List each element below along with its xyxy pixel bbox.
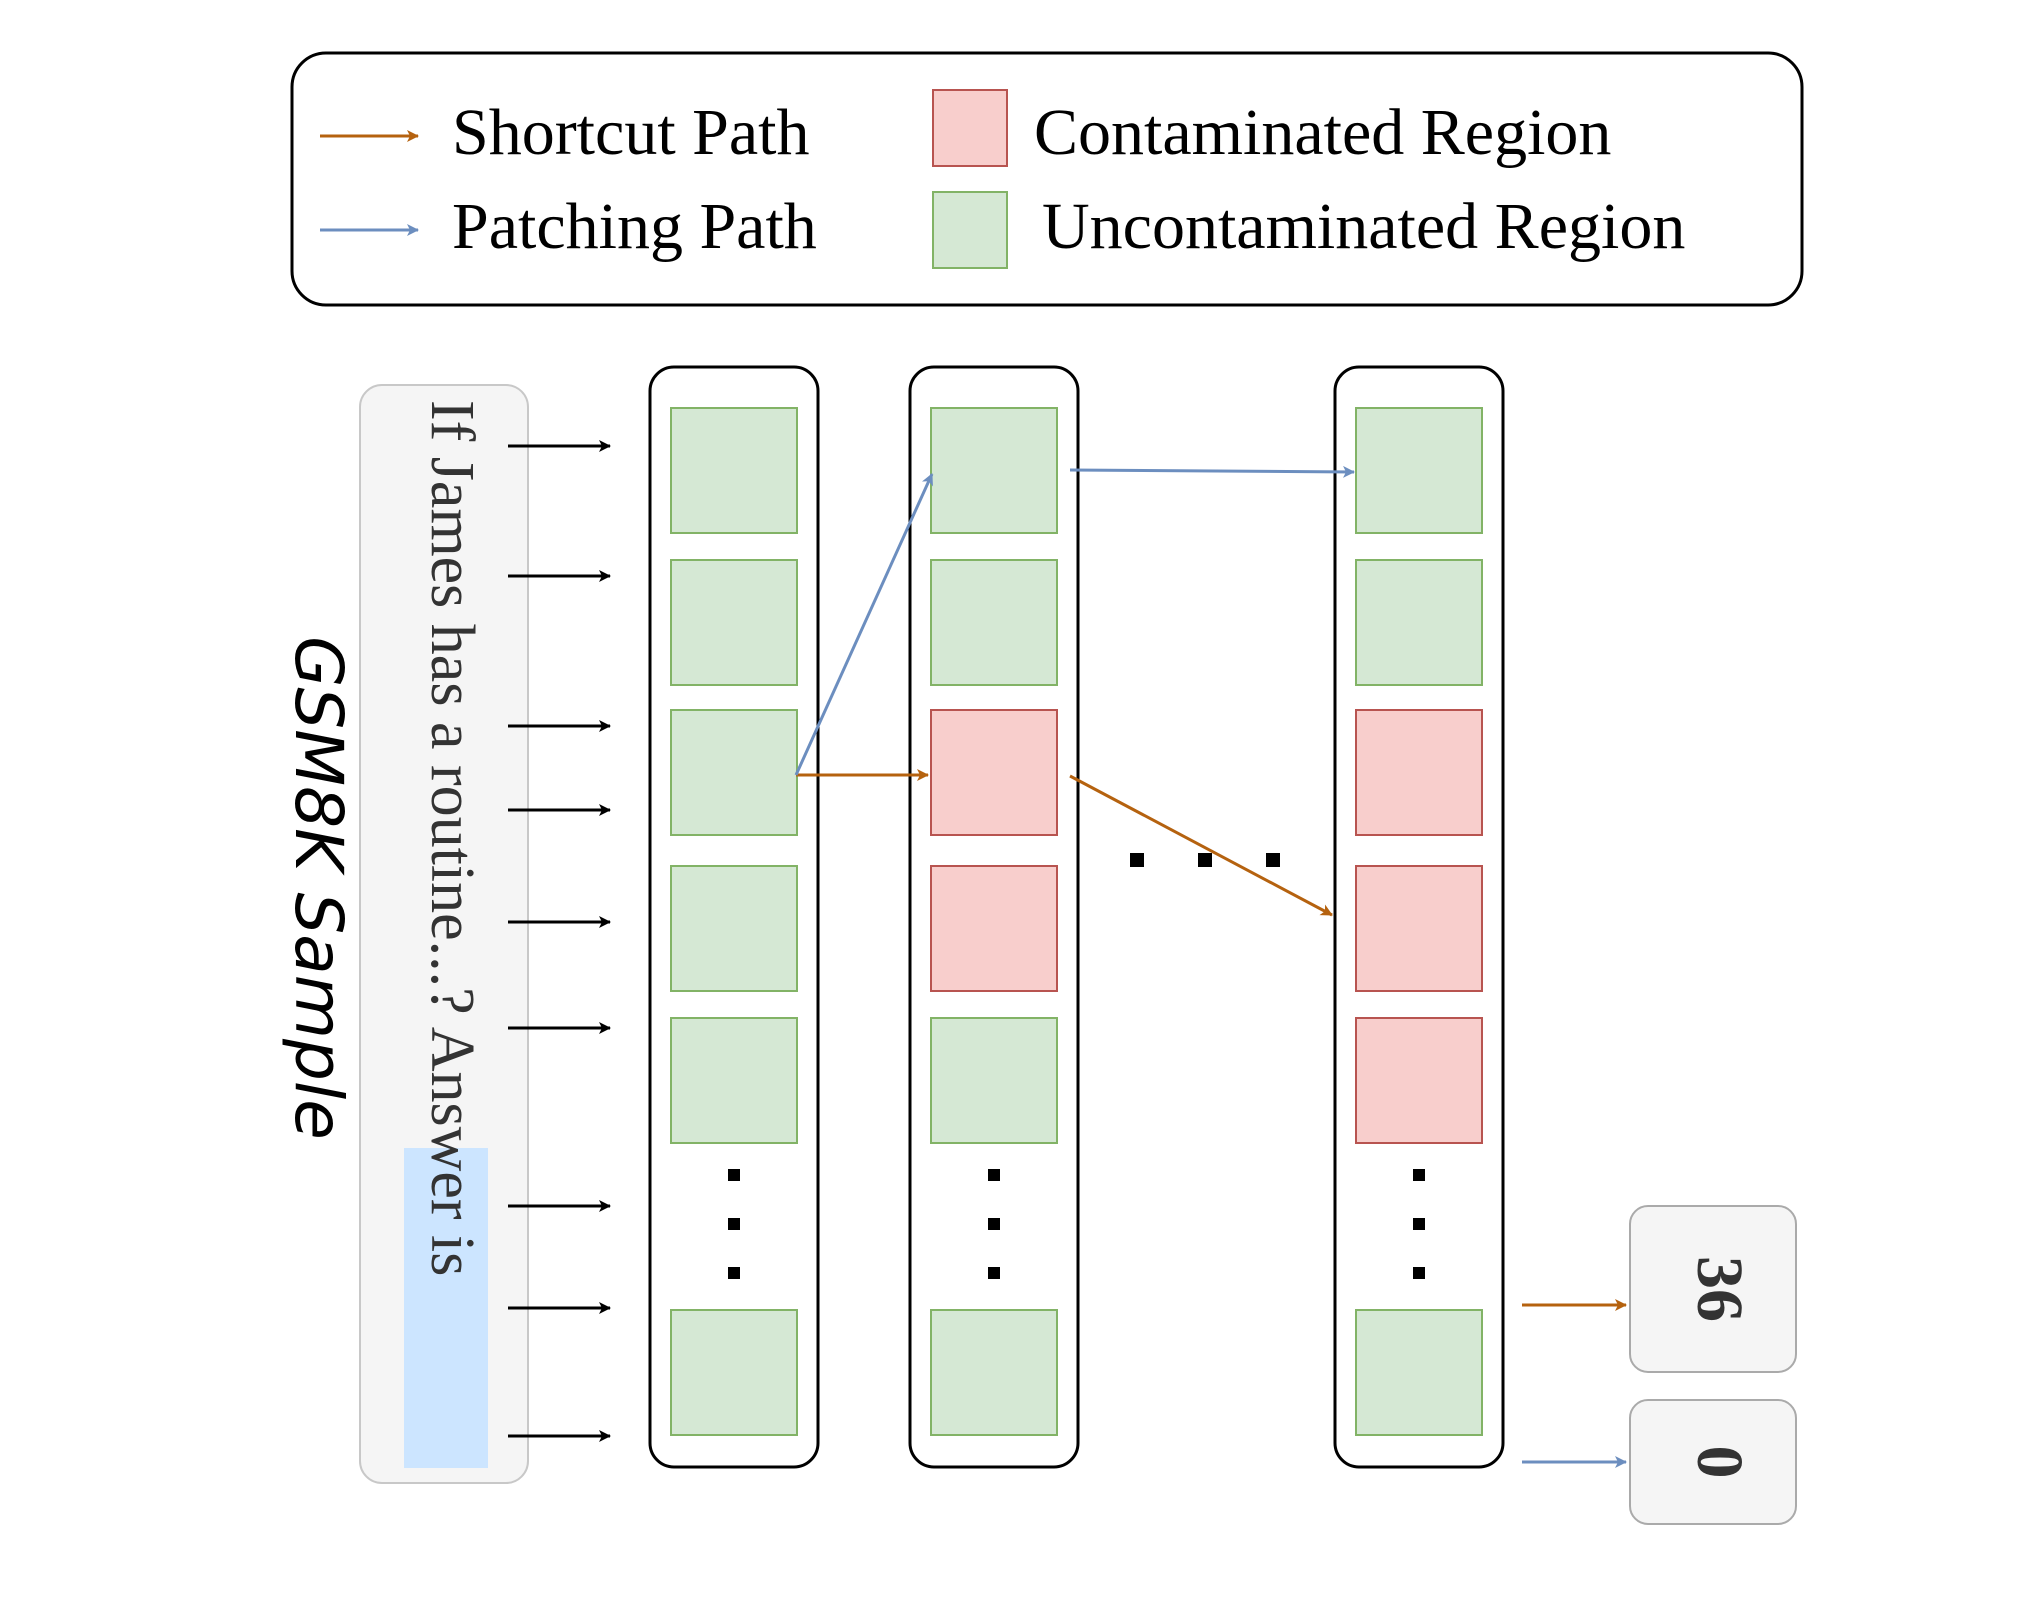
- uncontaminated-cell: [930, 407, 1058, 534]
- between-layer-ellipsis: [1130, 853, 1280, 867]
- patching-path-legend-label: Patching Path: [452, 190, 817, 263]
- vertical-ellipsis-dot: [728, 1218, 740, 1230]
- vertical-ellipsis-dot: [988, 1267, 1000, 1279]
- contaminated-swatch: [932, 89, 1008, 167]
- shortcut-output: 36: [1629, 1205, 1797, 1373]
- contaminated-cell: [1355, 865, 1483, 992]
- patching-arrow: [794, 473, 934, 776]
- svg-text:If James has a routine...? Ans: If James has a routine...? Answer is: [418, 400, 486, 1276]
- layer-columns: [648, 365, 1505, 1469]
- shortcut-path: [796, 769, 1627, 1311]
- vertical-ellipsis-dot: [1413, 1218, 1425, 1230]
- vertical-ellipsis-dot: [988, 1169, 1000, 1181]
- vertical-ellipsis-dot: [728, 1267, 740, 1279]
- patching-output-value: 0: [1683, 1446, 1756, 1479]
- uncontaminated-cell: [670, 407, 798, 534]
- uncontaminated-cell: [670, 1309, 798, 1436]
- contaminated-cell: [930, 709, 1058, 836]
- ellipsis-dot: [1130, 853, 1144, 867]
- contaminated-region-legend-label: Contaminated Region: [1034, 96, 1611, 169]
- gsm8k-sample-label: GSM8K Sample: [280, 636, 357, 1140]
- patching-output: 0: [1629, 1399, 1797, 1525]
- vertical-ellipsis-dot: [988, 1218, 1000, 1230]
- contaminated-cell: [1355, 709, 1483, 836]
- legend-box: [290, 51, 1804, 307]
- vertical-ellipsis-dot: [728, 1169, 740, 1181]
- uncontaminated-cell: [930, 1309, 1058, 1436]
- uncontaminated-cell: [930, 1017, 1058, 1144]
- shortcut-path-legend-label: Shortcut Path: [452, 96, 810, 169]
- patching-arrow: [1069, 465, 1355, 478]
- contaminated-cell: [930, 865, 1058, 992]
- uncontaminated-cell: [1355, 559, 1483, 686]
- uncontaminated-cell: [930, 559, 1058, 686]
- patching-output-box: [1629, 1399, 1797, 1525]
- vertical-ellipsis-dot: [1413, 1267, 1425, 1279]
- uncontaminated-region-legend-label: Uncontaminated Region: [1042, 190, 1685, 263]
- ellipsis-dot: [1198, 853, 1212, 867]
- uncontaminated-swatch: [932, 191, 1008, 269]
- uncontaminated-cell: [1355, 407, 1483, 534]
- uncontaminated-cell: [1355, 1309, 1483, 1436]
- vertical-ellipsis-dot: [1413, 1169, 1425, 1181]
- shortcut-arrow: [1069, 774, 1333, 917]
- patching-path: [794, 465, 1627, 1468]
- answer-highlight: [404, 1148, 488, 1468]
- token-input-arrows: [508, 440, 611, 1442]
- contaminated-cell: [1355, 1017, 1483, 1144]
- input-sample-panel: If James has a routine...? Answer is: [359, 384, 529, 1484]
- answer-text: Answer is: [418, 1027, 486, 1277]
- uncontaminated-cell: [670, 865, 798, 992]
- uncontaminated-cell: [670, 709, 798, 836]
- ellipsis-dot: [1266, 853, 1280, 867]
- shortcut-output-box: [1629, 1205, 1797, 1373]
- shortcut-output-value: 36: [1683, 1256, 1756, 1322]
- prompt-text: If James has a routine...?: [418, 400, 486, 1015]
- uncontaminated-cell: [670, 559, 798, 686]
- uncontaminated-cell: [670, 1017, 798, 1144]
- legend: Shortcut Path Patching Path Contaminated…: [290, 51, 1804, 307]
